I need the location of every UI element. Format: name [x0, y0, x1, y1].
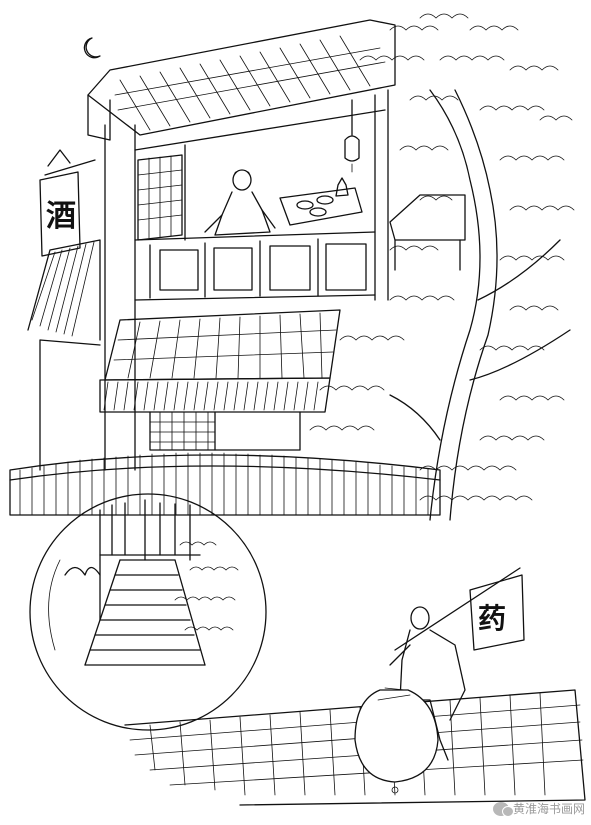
wechat-logo-icon	[492, 801, 514, 817]
tavern-building	[87, 19, 396, 471]
wooden-fence	[9, 452, 441, 516]
cobblestone-path	[124, 689, 586, 806]
side-shed	[389, 194, 466, 271]
watermark: 黄淮海书画网	[492, 800, 585, 817]
left-house	[27, 239, 101, 471]
medicine-banner-text: 药	[478, 602, 506, 635]
artist-mark	[391, 786, 399, 794]
lantern	[344, 99, 360, 173]
moon-gate-vignette	[29, 493, 267, 731]
woman-figure	[204, 169, 276, 236]
crescent-moon-icon	[83, 37, 101, 59]
wine-banner-text: 酒	[46, 199, 76, 234]
table-with-dishes	[279, 177, 363, 226]
wine-banner: 酒	[39, 149, 96, 257]
medicine-peddler: 药	[354, 567, 525, 783]
watermark-text: 黄淮海书画网	[512, 802, 585, 816]
large-tree	[309, 13, 575, 521]
